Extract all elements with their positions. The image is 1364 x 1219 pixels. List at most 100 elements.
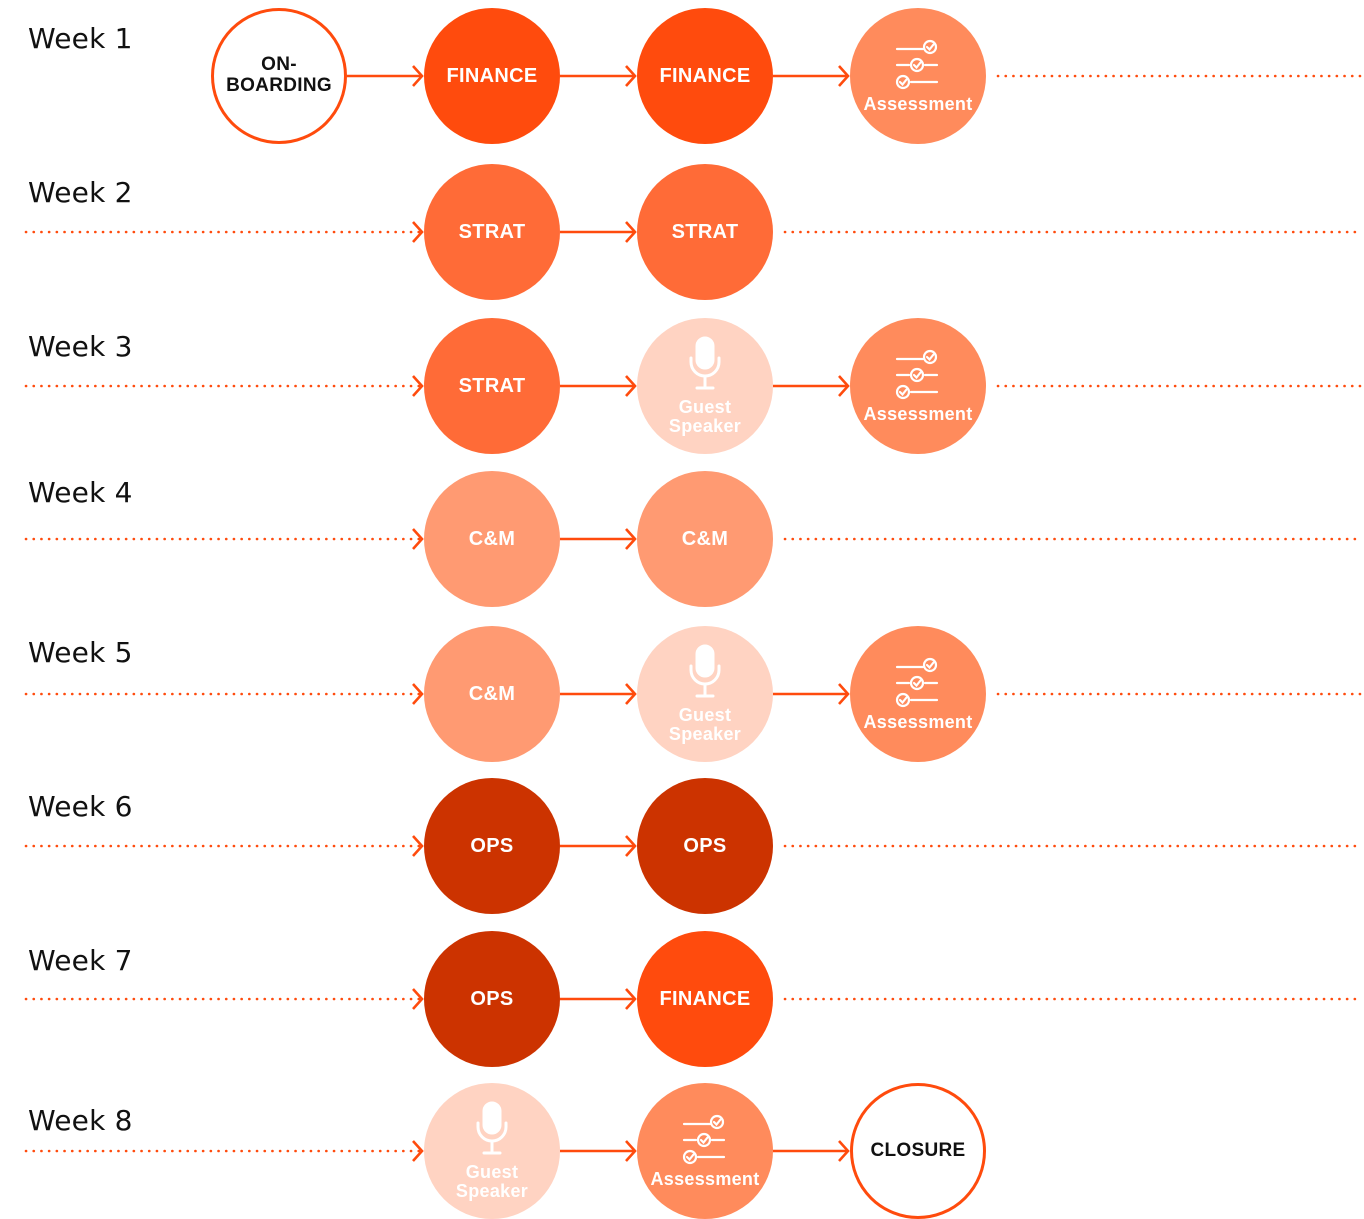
microphone-icon [687, 336, 723, 394]
arrowhead [412, 221, 424, 243]
arrowhead [625, 683, 637, 705]
session-node-assessment: Assessment [637, 1083, 773, 1219]
session-label-line: OPS [470, 835, 514, 857]
session-label-line: Assessment [650, 1169, 760, 1189]
arrowhead [625, 1140, 637, 1162]
session-node-assessment: Assessment [850, 8, 986, 144]
session-label: STRAT [459, 222, 526, 242]
session-node-assessment: Assessment [850, 626, 986, 762]
session-label-line: STRAT [458, 375, 526, 397]
session-node-cm: C&M [424, 626, 560, 762]
arrowhead [625, 988, 637, 1010]
week-label: Week 1 [28, 22, 133, 55]
arrowhead [838, 65, 850, 87]
arrowhead [625, 375, 637, 397]
arrowhead [412, 835, 424, 857]
session-label-line: Speaker [668, 416, 742, 436]
session-label-line: FINANCE [659, 988, 751, 1010]
week-label: Week 4 [28, 476, 133, 509]
arrowhead [625, 65, 637, 87]
arrowhead [412, 988, 424, 1010]
arrowhead [625, 221, 637, 243]
session-node-strat: STRAT [424, 164, 560, 300]
session-label: Assessment [863, 713, 972, 731]
session-label: FINANCE [447, 66, 538, 86]
arrowhead [838, 1140, 850, 1162]
session-label-line: Guest [465, 1162, 519, 1183]
session-label-line: BOARDING [226, 75, 332, 96]
session-label-line: Guest [678, 397, 732, 418]
session-node-finance: FINANCE [637, 931, 773, 1067]
session-node-finance: FINANCE [424, 8, 560, 144]
session-label-line: CLOSURE [870, 1139, 966, 1161]
week-label: Week 3 [28, 330, 133, 363]
session-node-finance: FINANCE [637, 8, 773, 144]
arrowhead [412, 65, 424, 87]
week-label: Week 5 [28, 636, 133, 669]
session-node-outline: ON-BOARDING [211, 8, 347, 144]
session-node-cm: C&M [637, 471, 773, 607]
checklist-icon [892, 657, 944, 709]
session-label: ON-BOARDING [226, 55, 332, 96]
session-node-ops: OPS [424, 778, 560, 914]
session-label-line: OPS [683, 835, 727, 857]
microphone-icon [474, 1101, 510, 1159]
session-label: OPS [470, 989, 513, 1009]
session-label: OPS [470, 836, 513, 856]
session-label-line: Guest [678, 705, 732, 726]
arrowhead [625, 528, 637, 550]
checklist-icon [679, 1114, 731, 1166]
session-node-strat: STRAT [637, 164, 773, 300]
session-node-ops: OPS [637, 778, 773, 914]
session-label-line: Assessment [863, 94, 973, 114]
session-node-cm: C&M [424, 471, 560, 607]
session-label-line: Assessment [863, 712, 973, 732]
session-node-ops: OPS [424, 931, 560, 1067]
arrowhead [412, 528, 424, 550]
session-node-assessment: Assessment [850, 318, 986, 454]
arrowhead [625, 835, 637, 857]
session-label-line: C&M [681, 528, 729, 550]
session-label: C&M [469, 529, 515, 549]
session-label-line: FINANCE [659, 65, 751, 87]
session-label: OPS [683, 836, 726, 856]
week-label: Week 8 [28, 1104, 133, 1137]
session-node-outline: CLOSURE [850, 1083, 986, 1219]
session-label-line: FINANCE [446, 65, 538, 87]
session-label-line: STRAT [458, 221, 526, 243]
session-node-strat: STRAT [424, 318, 560, 454]
session-label: STRAT [459, 376, 526, 396]
session-label-line: ON- [261, 54, 297, 76]
session-label: FINANCE [660, 989, 751, 1009]
session-label-line: OPS [470, 988, 514, 1010]
session-label-line: C&M [468, 683, 516, 705]
session-label-line: Assessment [863, 404, 973, 424]
session-label-line: Speaker [455, 1181, 529, 1201]
session-label: C&M [469, 684, 515, 704]
arrowhead [412, 1140, 424, 1162]
session-label: Assessment [863, 405, 972, 423]
checklist-icon [892, 39, 944, 91]
microphone-icon [687, 644, 723, 702]
session-label: STRAT [672, 222, 739, 242]
session-label: Assessment [863, 95, 972, 113]
session-label-line: C&M [468, 528, 516, 550]
session-label: FINANCE [660, 66, 751, 86]
week-label: Week 2 [28, 176, 133, 209]
session-label: Assessment [650, 1170, 759, 1188]
arrowhead [412, 683, 424, 705]
week-label: Week 6 [28, 790, 133, 823]
session-label-line: STRAT [671, 221, 739, 243]
arrowhead [838, 683, 850, 705]
arrowhead [412, 375, 424, 397]
week-label: Week 7 [28, 944, 133, 977]
session-label: CLOSURE [870, 1139, 966, 1162]
